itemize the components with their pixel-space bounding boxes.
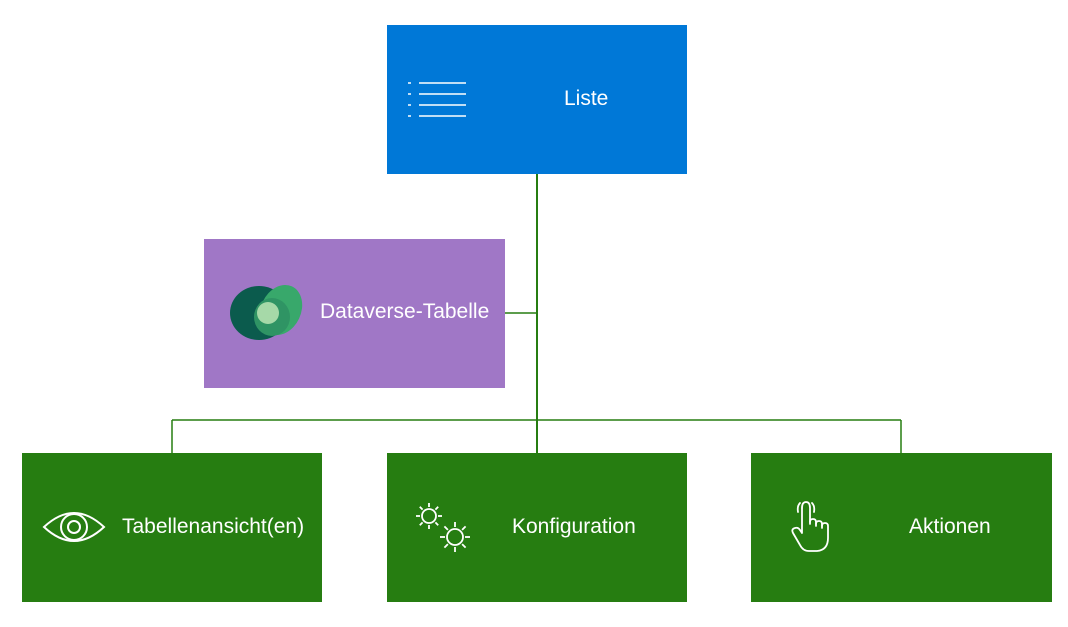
- node-label-konfiguration: Konfiguration: [512, 515, 636, 538]
- node-konfiguration: Konfiguration: [387, 453, 687, 602]
- node-label-dataverse-tabelle: Dataverse-Tabelle: [320, 300, 490, 323]
- eye-icon: [42, 507, 106, 547]
- node-label-tabellenansicht: Tabellenansicht(en): [122, 515, 305, 538]
- list-icon: [407, 80, 467, 120]
- node-aktionen: Aktionen: [751, 453, 1052, 602]
- node-liste: Liste: [387, 25, 687, 174]
- dataverse-logo-icon: [228, 282, 304, 344]
- node-label-aktionen: Aktionen: [909, 515, 991, 538]
- node-label-liste: Liste: [564, 87, 609, 110]
- node-tabellenansicht: Tabellenansicht(en): [22, 453, 322, 602]
- node-dataverse-tabelle: Dataverse-Tabelle: [204, 239, 505, 388]
- touch-hand-icon: [789, 500, 833, 554]
- gears-icon: [413, 500, 477, 556]
